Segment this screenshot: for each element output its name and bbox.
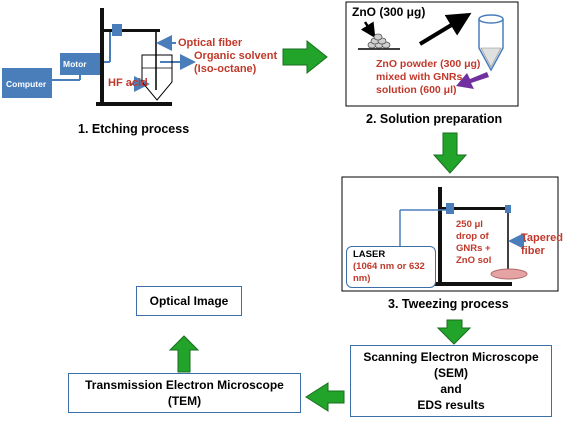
drop-label: 250 μl [456,219,483,230]
motor-box [60,53,100,75]
etching-tube [141,54,173,101]
zno-powder-pointer [360,21,376,39]
sem-title: Scanning Electron Microscope [363,350,539,364]
tapered-fiber-label: Tapered [521,232,563,244]
laser-wavelength: (1064 nm or 632 [353,261,425,272]
drop-label: ZnO sol [456,255,492,266]
flow-arrow-tem-to-optical [168,335,200,373]
flow-arrow-solution-to-tweezing [432,132,468,174]
tapered-fiber-label: fiber [521,245,545,257]
solution-text: ZnO powder (300 μg) [376,58,481,70]
optical-image-label: Optical Image [149,294,229,308]
gnr-zno-drop [490,268,528,280]
computer-box [2,68,52,98]
laser-box: LASER (1064 nm or 632 nm) [346,246,436,288]
vial [478,14,504,72]
sem-abbrev: (SEM) [434,366,468,380]
laser-wavelength: nm) [353,273,371,284]
stand-arm [104,29,160,32]
tweezing-stand-arm [442,207,506,210]
tweezing-stand-pole [438,187,442,285]
tweezing-stand-base [432,282,512,286]
motor-label: Motor [63,59,87,69]
laser-label: LASER [353,249,386,260]
drop-label: drop of [456,231,489,242]
organic-solvent-label: Organic solvent [194,50,278,62]
zno-label: ZnO (300 μg) [352,5,426,19]
fiber-holder [505,205,511,213]
zno-powder-pile [367,33,391,49]
stand-pole [100,8,104,104]
sem-box: Scanning Electron Microscope (SEM) and E… [350,345,552,417]
tem-box: Transmission Electron Microscope (TEM) [68,373,301,413]
tweezing-clamp [446,203,454,214]
eds-results: EDS results [417,398,485,412]
etching-caption: 1. Etching process [78,122,190,136]
computer-label: Computer [6,79,47,89]
organic-solvent-label: (Iso-octane) [194,63,257,75]
solution-caption: 2. Solution preparation [366,112,503,126]
gnr-highlight-arrow [456,72,489,89]
drop-label: GNRs + [456,243,491,254]
flow-arrow-etching-to-solution [282,39,328,75]
hf-acid-label: HF acid [108,77,148,89]
solution-text: mixed with GNRs [376,71,463,83]
optical-fiber-label: Optical fiber [178,37,243,49]
tem-title: Transmission Electron Microscope [85,378,284,392]
tweezing-caption: 3. Tweezing process [388,297,509,311]
solution-text: solution (600 μl) [376,84,457,96]
optical-image-box: Optical Image [136,286,242,316]
flow-arrow-tweezing-to-sem [436,319,472,345]
fiber-clamp [112,24,122,36]
sem-and: and [440,382,462,396]
tem-abbrev: (TEM) [167,394,202,408]
flow-arrow-sem-to-tem [305,382,345,412]
stand-base [96,102,172,106]
transfer-arrow [418,12,472,46]
